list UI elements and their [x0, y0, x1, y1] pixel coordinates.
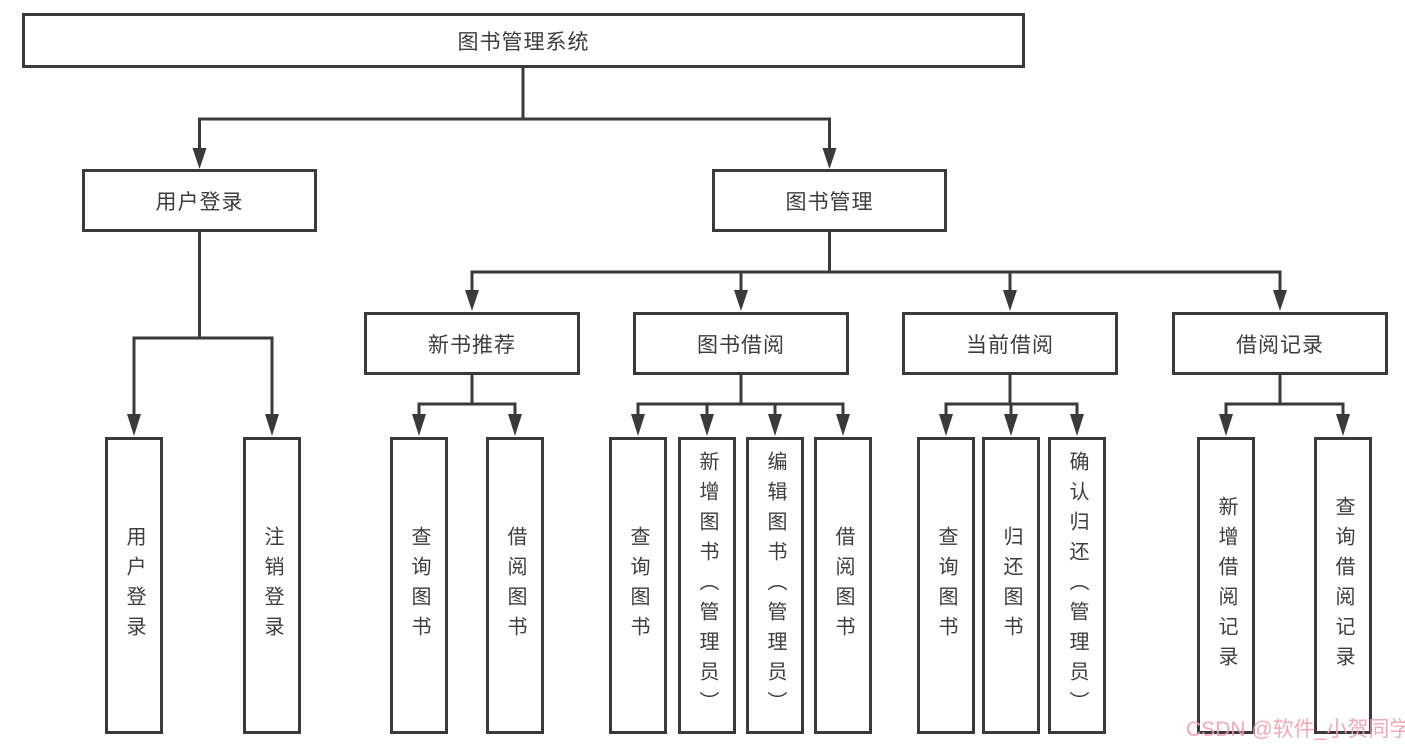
node-new-book-recommend: 新书推荐: [364, 312, 580, 375]
leaf-query-book-1: 查询图书: [390, 437, 448, 734]
node-borrow-record-label: 借阅记录: [1236, 333, 1324, 357]
node-book-management: 图书管理: [712, 169, 947, 232]
leaf-add-borrow-record: 新增借阅记录: [1197, 437, 1255, 734]
node-borrow-record: 借阅记录: [1172, 312, 1388, 375]
node-user-login: 用户登录: [82, 169, 317, 232]
leaf-user-login: 用户登录: [105, 437, 163, 734]
leaf-label: 确认归还（管理员）: [1066, 450, 1088, 721]
leaf-query-book-2: 查询图书: [609, 437, 667, 734]
leaf-borrow-book-2: 借阅图书: [814, 437, 872, 734]
node-book-borrow-label: 图书借阅: [697, 333, 785, 357]
node-current-borrow: 当前借阅: [902, 312, 1118, 375]
leaf-label: 用户登录: [123, 525, 145, 646]
leaf-label: 归还图书: [1000, 525, 1022, 646]
leaf-label: 查询图书: [627, 525, 649, 646]
leaf-logout: 注销登录: [243, 437, 301, 734]
leaf-label: 借阅图书: [832, 525, 854, 646]
node-new-book-recommend-label: 新书推荐: [428, 333, 516, 357]
leaf-label: 查询借阅记录: [1332, 495, 1354, 676]
leaf-label: 新增借阅记录: [1215, 495, 1237, 676]
leaf-confirm-return-admin: 确认归还（管理员）: [1048, 437, 1106, 734]
node-book-management-label: 图书管理: [785, 190, 874, 214]
leaf-borrow-book-1: 借阅图书: [486, 437, 544, 734]
leaf-query-book-3: 查询图书: [917, 437, 975, 734]
node-current-borrow-label: 当前借阅: [966, 333, 1054, 357]
leaf-label: 查询图书: [408, 525, 430, 646]
leaf-label: 查询图书: [935, 525, 957, 646]
arrowheads: [127, 148, 1350, 436]
leaf-label: 编辑图书（管理员）: [764, 450, 786, 721]
leaf-label: 注销登录: [261, 525, 283, 646]
leaf-label: 借阅图书: [504, 525, 526, 646]
node-user-login-label: 用户登录: [155, 190, 244, 214]
leaf-edit-book-admin: 编辑图书（管理员）: [746, 437, 804, 734]
leaf-add-book-admin: 新增图书（管理员）: [678, 437, 736, 734]
csdn-watermark: CSDN @软件_小贺同学: [1186, 718, 1405, 741]
leaf-label: 新增图书（管理员）: [696, 450, 718, 721]
leaf-return-book: 归还图书: [982, 437, 1040, 734]
leaf-query-borrow-record: 查询借阅记录: [1314, 437, 1372, 734]
node-root-label: 图书管理系统: [457, 30, 590, 54]
node-book-borrow: 图书借阅: [633, 312, 849, 375]
node-root-system: 图书管理系统: [22, 13, 1025, 68]
